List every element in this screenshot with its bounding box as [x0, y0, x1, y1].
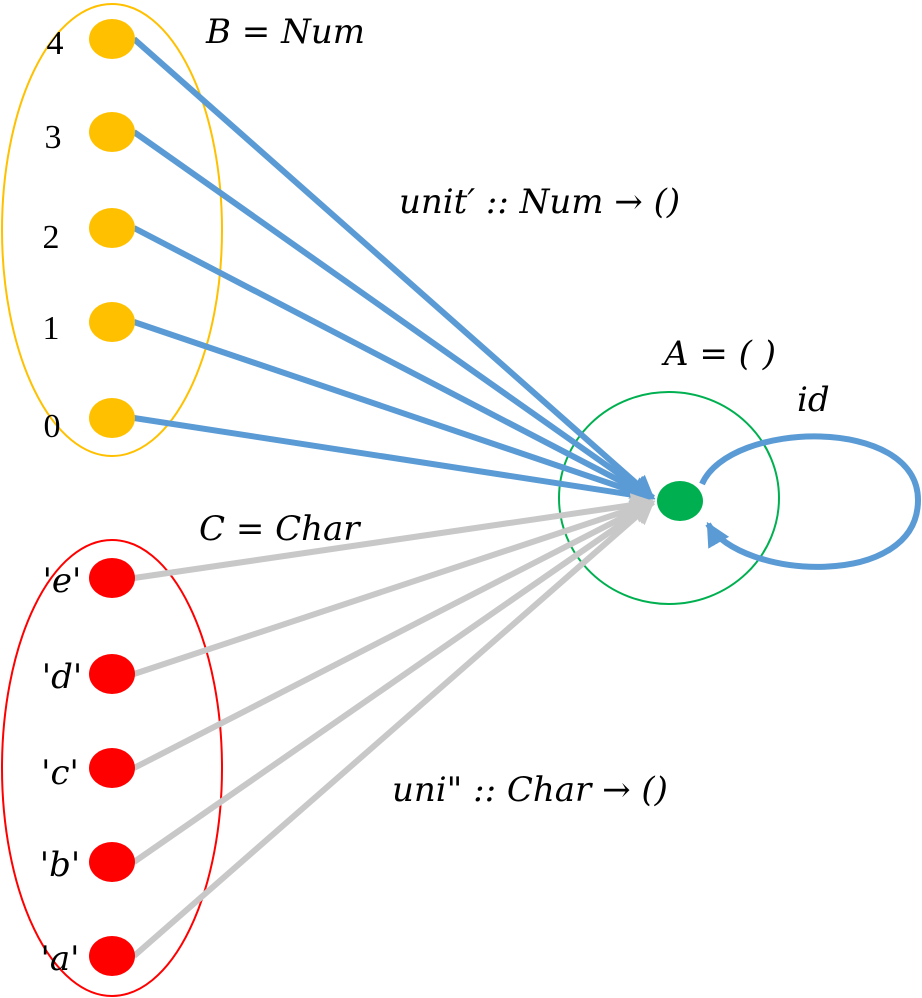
- char-node-b: [89, 842, 135, 882]
- char-node-a: [89, 936, 135, 976]
- char-label-a: 'a': [41, 939, 80, 979]
- arrow-char-b: [132, 499, 655, 865]
- char-node-c: [89, 748, 135, 788]
- char-set-label: C = Char: [199, 509, 361, 549]
- num-node-3: [89, 112, 135, 152]
- char-label-b: 'b': [40, 845, 80, 885]
- num-set-outline: [1, 3, 223, 457]
- arrow-num-1: [133, 319, 656, 503]
- num-to-unit-function-label: unit′ :: Num → (): [399, 182, 680, 222]
- num-node-0: [89, 398, 135, 438]
- num-label-2: 2: [43, 219, 60, 256]
- num-node-4: [89, 19, 135, 59]
- char-label-c: 'c': [41, 753, 79, 793]
- arrow-num-4: [132, 36, 655, 501]
- arrow-char-d: [133, 497, 656, 677]
- unit-set-label: A = ( ): [661, 334, 776, 374]
- num-label-0: 0: [44, 408, 61, 445]
- unit-node: [657, 481, 703, 521]
- num-node-2: [89, 208, 135, 248]
- char-label-d: 'd': [42, 657, 82, 697]
- arrow-char-c: [132, 499, 656, 771]
- char-node-e: [89, 558, 135, 598]
- char-to-unit-function-label: uni" :: Char → (): [392, 770, 668, 810]
- arrow-num-0: [133, 415, 656, 507]
- char-node-d: [89, 654, 135, 694]
- arrow-char-a: [132, 499, 655, 959]
- identity-function-label: id: [797, 380, 830, 420]
- num-set-label: B = Num: [205, 12, 365, 52]
- num-label-1: 1: [43, 310, 60, 347]
- num-label-3: 3: [45, 119, 62, 156]
- arrow-num-3: [132, 129, 655, 501]
- arrow-num-2: [132, 225, 656, 501]
- char-label-e: 'e': [43, 561, 82, 601]
- num-node-1: [89, 302, 135, 342]
- num-label-4: 4: [47, 25, 64, 62]
- arrow-char-e: [133, 493, 656, 581]
- unit-set-outline: [558, 391, 780, 605]
- identity-loop-arrow: [699, 433, 922, 570]
- char-set-outline: [1, 539, 223, 997]
